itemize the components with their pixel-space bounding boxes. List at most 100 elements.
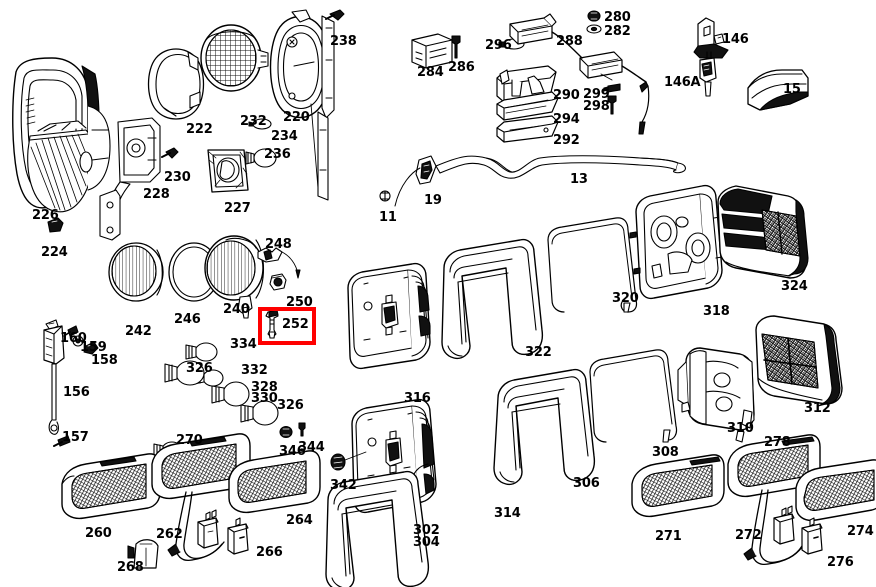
callout-332[interactable]: 332 [241,363,268,378]
callout-156[interactable]: 156 [63,385,90,400]
callout-274[interactable]: 274 [847,524,874,539]
part-306-seal [493,368,596,486]
callout-262[interactable]: 262 [156,527,183,542]
callout-250[interactable]: 250 [286,295,313,310]
part-326-bulb-upper [164,360,205,386]
callout-230[interactable]: 230 [164,170,191,185]
callout-308[interactable]: 308 [652,445,679,460]
callout-232[interactable]: 232 [240,114,267,129]
callout-271[interactable]: 271 [655,529,682,544]
callout-326[interactable]: 326 [186,361,213,376]
part-232-sealed-beam [200,24,269,92]
callout-146A[interactable]: 146A [664,75,701,90]
callout-288[interactable]: 288 [556,34,583,49]
callout-334[interactable]: 334 [230,337,257,352]
callout-290[interactable]: 290 [553,88,580,103]
part-262-harness [167,491,225,562]
part-298-screw [607,95,617,115]
part-264-reflector [228,450,321,514]
callout-296[interactable]: 296 [485,38,512,53]
callout-276[interactable]: 276 [827,555,854,570]
callout-272[interactable]: 272 [735,528,762,543]
part-160-screw [63,325,79,337]
callout-304[interactable]: 304 [413,535,440,550]
callout-312[interactable]: 312 [804,401,831,416]
part-146A-switch [699,51,717,97]
part-288-license-lamp [509,13,650,135]
callout-294[interactable]: 294 [553,112,580,127]
callout-238[interactable]: 238 [330,34,357,49]
callout-270[interactable]: 270 [176,433,203,448]
part-250-nut [269,273,287,291]
callout-146[interactable]: 146 [722,32,749,47]
part-308-seal [589,349,678,443]
part-234-bulb [248,118,272,130]
callout-242[interactable]: 242 [125,324,152,339]
part-346-nut [279,425,293,439]
callout-159[interactable]: 159 [80,340,107,355]
callout-268[interactable]: 268 [117,560,144,575]
callout-278[interactable]: 278 [764,435,791,450]
callout-328[interactable]: 328 [251,380,278,395]
part-242-lens [108,242,164,302]
callout-252[interactable]: 252 [282,317,309,332]
callout-260[interactable]: 260 [85,526,112,541]
callout-15[interactable]: 15 [783,82,801,97]
callout-342[interactable]: 342 [330,478,357,493]
callout-226[interactable]: 226 [32,208,59,223]
callout-346[interactable]: 346 [279,444,306,459]
callout-158[interactable]: 158 [91,353,118,368]
callout-282[interactable]: 282 [604,24,631,39]
callout-284[interactable]: 284 [417,65,444,80]
part-274-reflector [795,459,876,522]
part-230-screw [161,147,179,159]
callout-227[interactable]: 227 [224,201,251,216]
part-236-bulb [245,148,277,168]
callout-13[interactable]: 13 [570,172,588,187]
callout-220[interactable]: 220 [283,110,310,125]
callout-224[interactable]: 224 [41,245,68,260]
callout-246[interactable]: 246 [174,312,201,327]
callout-266[interactable]: 266 [256,545,283,560]
callout-322[interactable]: 322 [525,345,552,360]
callout-298[interactable]: 298 [583,99,610,114]
callout-310[interactable]: 310 [727,421,754,436]
callout-264[interactable]: 264 [286,513,313,528]
callout-157[interactable]: 157 [62,430,89,445]
callout-292[interactable]: 292 [553,133,580,148]
part-282-washer [586,24,602,34]
callout-286[interactable]: 286 [448,60,475,75]
callout-326[interactable]: 326 [277,398,304,413]
callout-160[interactable]: 160 [60,331,87,346]
part-334-bulb [185,342,218,362]
callout-280[interactable]: 280 [604,10,631,25]
callout-324[interactable]: 324 [781,279,808,294]
callout-318[interactable]: 318 [703,304,730,319]
callout-248[interactable]: 248 [265,237,292,252]
callout-302[interactable]: 302 [413,523,440,538]
callout-240[interactable]: 240 [223,302,250,317]
callout-299[interactable]: 299 [583,87,610,102]
callout-222[interactable]: 222 [186,122,213,137]
callout-228[interactable]: 228 [143,187,170,202]
part-226-headlamp-housing [12,57,111,213]
callout-234[interactable]: 234 [271,129,298,144]
part-227-lamp-lens [207,149,249,193]
part-312-grille [755,315,843,407]
callout-11[interactable]: 11 [379,210,397,225]
callout-306[interactable]: 306 [573,476,600,491]
callout-316[interactable]: 316 [404,391,431,406]
part-146-bracket [693,17,729,59]
callout-236[interactable]: 236 [264,147,291,162]
callout-320[interactable]: 320 [612,291,639,306]
part-248-bulb-holder [257,247,301,279]
callout-344[interactable]: 344 [298,440,325,455]
part-286-screw [451,35,461,59]
part-310-lamp-body [677,347,755,443]
part-157-screw [53,435,71,447]
callout-314[interactable]: 314 [494,506,521,521]
callout-330[interactable]: 330 [251,391,278,406]
callout-19[interactable]: 19 [424,193,442,208]
